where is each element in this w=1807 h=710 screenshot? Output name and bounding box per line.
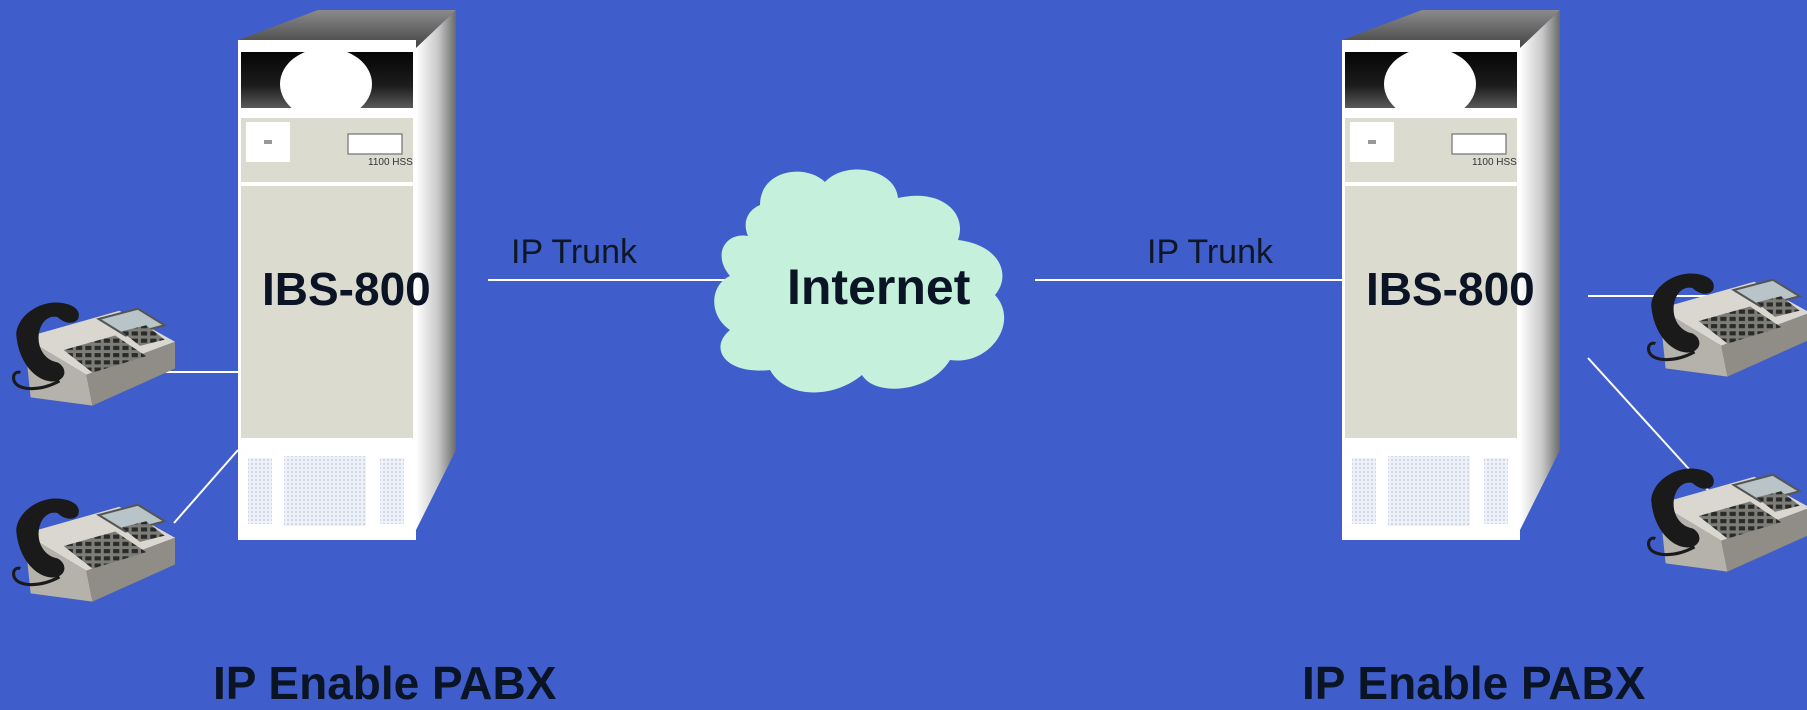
left-bottom-desk-phone-icon [11,496,175,604]
left-top-desk-phone-icon [11,300,175,408]
internet-cloud-icon [714,169,1005,393]
left-unit-tag: 1100 HSS [368,157,413,168]
left-caption: IP Enable PABX [213,657,557,709]
right-top-desk-phone-icon [1646,271,1807,379]
right-ip-trunk-label: IP Trunk [1147,233,1273,271]
internet-label: Internet [787,259,971,315]
right-phone-bottom-link [1587,357,1709,491]
right-model-label: IBS-800 [1366,263,1535,315]
right-unit-tag: 1100 HSS [1472,157,1517,168]
left-model-label: IBS-800 [262,263,431,315]
right-bottom-desk-phone-icon [1646,466,1807,574]
left-ip-trunk-label: IP Trunk [511,233,637,271]
right-caption: IP Enable PABX [1302,657,1646,709]
left-phone-bottom-link [173,449,239,524]
